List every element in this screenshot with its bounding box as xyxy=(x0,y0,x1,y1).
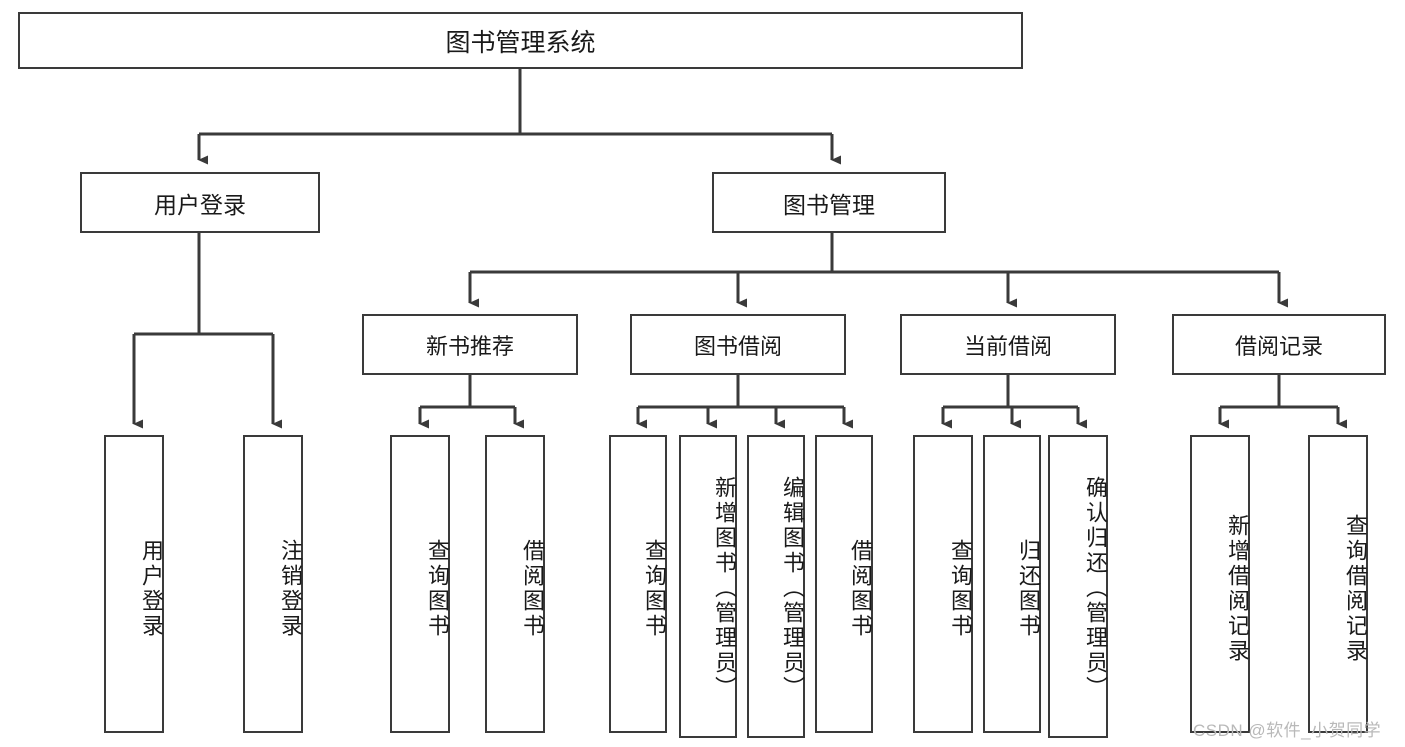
leaf-add-borrow-record[interactable]: 新增借阅记录 xyxy=(1190,435,1250,733)
node-new-book-recommend[interactable]: 新书推荐 xyxy=(362,314,578,375)
node-book-management[interactable]: 图书管理 xyxy=(712,172,946,233)
leaf-query-book-recommend[interactable]: 查询图书 xyxy=(390,435,450,733)
leaf-return-book[interactable]: 归还图书 xyxy=(983,435,1041,733)
node-current-borrow-label: 当前借阅 xyxy=(963,333,1052,359)
leaf-edit-book-admin-label: 编辑图书（管理员） xyxy=(780,476,805,701)
leaf-query-borrow-record-label: 查询借阅记录 xyxy=(1343,514,1368,664)
leaf-confirm-return-admin[interactable]: 确认归还（管理员） xyxy=(1048,435,1108,738)
leaf-user-login-label: 用户登录 xyxy=(139,539,164,639)
leaf-borrow-book-recommend[interactable]: 借阅图书 xyxy=(485,435,545,733)
node-borrow-record-label: 借阅记录 xyxy=(1234,333,1323,359)
watermark: CSDN @软件_小贺同学 xyxy=(1193,721,1382,740)
node-borrow-record[interactable]: 借阅记录 xyxy=(1172,314,1386,375)
node-book-borrow[interactable]: 图书借阅 xyxy=(630,314,846,375)
leaf-borrow-book[interactable]: 借阅图书 xyxy=(815,435,873,733)
leaf-confirm-return-admin-label: 确认归还（管理员） xyxy=(1083,476,1108,701)
leaf-borrow-book-recommend-label: 借阅图书 xyxy=(520,539,545,639)
node-root[interactable]: 图书管理系统 xyxy=(18,12,1023,69)
leaf-add-book-admin-label: 新增图书（管理员） xyxy=(712,476,737,701)
leaf-query-book-borrow-label: 查询图书 xyxy=(642,539,667,639)
leaf-query-book-recommend-label: 查询图书 xyxy=(425,539,450,639)
leaf-logout-label: 注销登录 xyxy=(278,539,303,639)
leaf-query-book-current-label: 查询图书 xyxy=(948,539,973,639)
leaf-user-login[interactable]: 用户登录 xyxy=(104,435,164,733)
node-book-management-label: 图书管理 xyxy=(783,191,875,218)
leaf-query-book-borrow[interactable]: 查询图书 xyxy=(609,435,667,733)
leaf-query-book-current[interactable]: 查询图书 xyxy=(913,435,973,733)
node-user-login-label: 用户登录 xyxy=(154,191,246,218)
leaf-edit-book-admin[interactable]: 编辑图书（管理员） xyxy=(747,435,805,738)
leaf-return-book-label: 归还图书 xyxy=(1016,539,1041,639)
node-current-borrow[interactable]: 当前借阅 xyxy=(900,314,1116,375)
node-new-book-recommend-label: 新书推荐 xyxy=(425,333,514,359)
leaf-borrow-book-label: 借阅图书 xyxy=(848,539,873,639)
node-root-label: 图书管理系统 xyxy=(445,28,596,57)
node-user-login[interactable]: 用户登录 xyxy=(80,172,320,233)
leaf-add-borrow-record-label: 新增借阅记录 xyxy=(1225,514,1250,664)
leaf-add-book-admin[interactable]: 新增图书（管理员） xyxy=(679,435,737,738)
node-book-borrow-label: 图书借阅 xyxy=(693,333,782,359)
leaf-logout[interactable]: 注销登录 xyxy=(243,435,303,733)
leaf-query-borrow-record[interactable]: 查询借阅记录 xyxy=(1308,435,1368,733)
